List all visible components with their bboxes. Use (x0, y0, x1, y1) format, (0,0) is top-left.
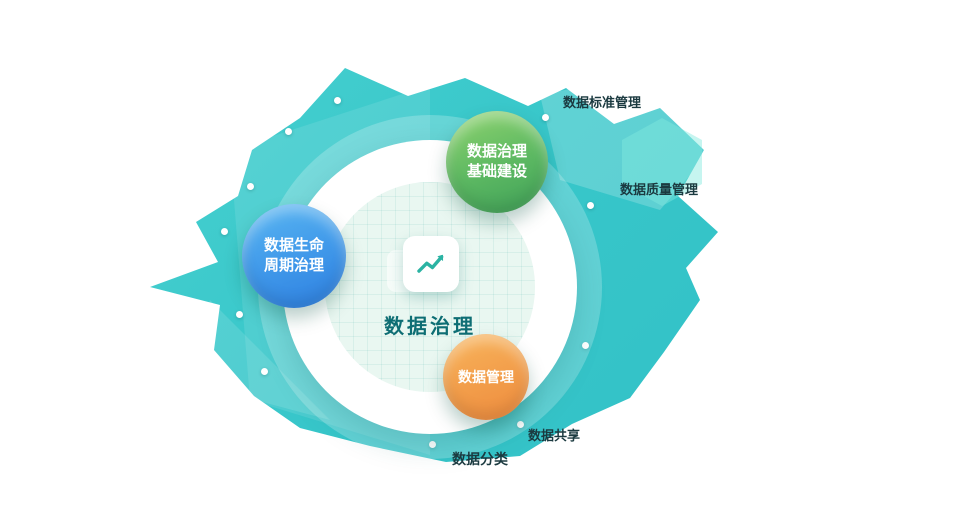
node-label: 数据管理 (458, 368, 514, 385)
line-chart-icon (417, 254, 444, 273)
decor-dot (285, 128, 292, 135)
node-label-line: 数据治理 (466, 142, 527, 160)
decor-dot (542, 114, 549, 121)
decor-dot (236, 311, 243, 318)
node-data-lifecycle: 数据生命 周期治理 (242, 204, 346, 308)
center-title: 数据治理 (384, 315, 476, 338)
center-icon-group (387, 235, 465, 298)
node-data-management: 数据管理 (443, 334, 529, 420)
decor-dot (261, 368, 268, 375)
decor-dot (334, 97, 341, 104)
floating-label-standard: 数据标准管理 (563, 95, 642, 110)
decor-dot (587, 202, 594, 209)
decor-dot (582, 342, 589, 349)
decor-dot (429, 441, 436, 448)
floating-label-quality: 数据质量管理 (620, 182, 699, 197)
decor-dot (247, 183, 254, 190)
node-governance-infrastructure: 数据治理 基础建设 (446, 111, 548, 213)
node-label-line: 周期治理 (263, 257, 324, 274)
decor-dot (517, 421, 524, 428)
floating-label-sharing: 数据共享 (528, 428, 581, 443)
floating-label-classification: 数据分类 (452, 451, 508, 467)
decor-dot (221, 228, 228, 235)
node-label-line: 基础建设 (466, 163, 527, 180)
node-label-line: 数据生命 (263, 236, 324, 254)
icon-card (403, 235, 459, 292)
